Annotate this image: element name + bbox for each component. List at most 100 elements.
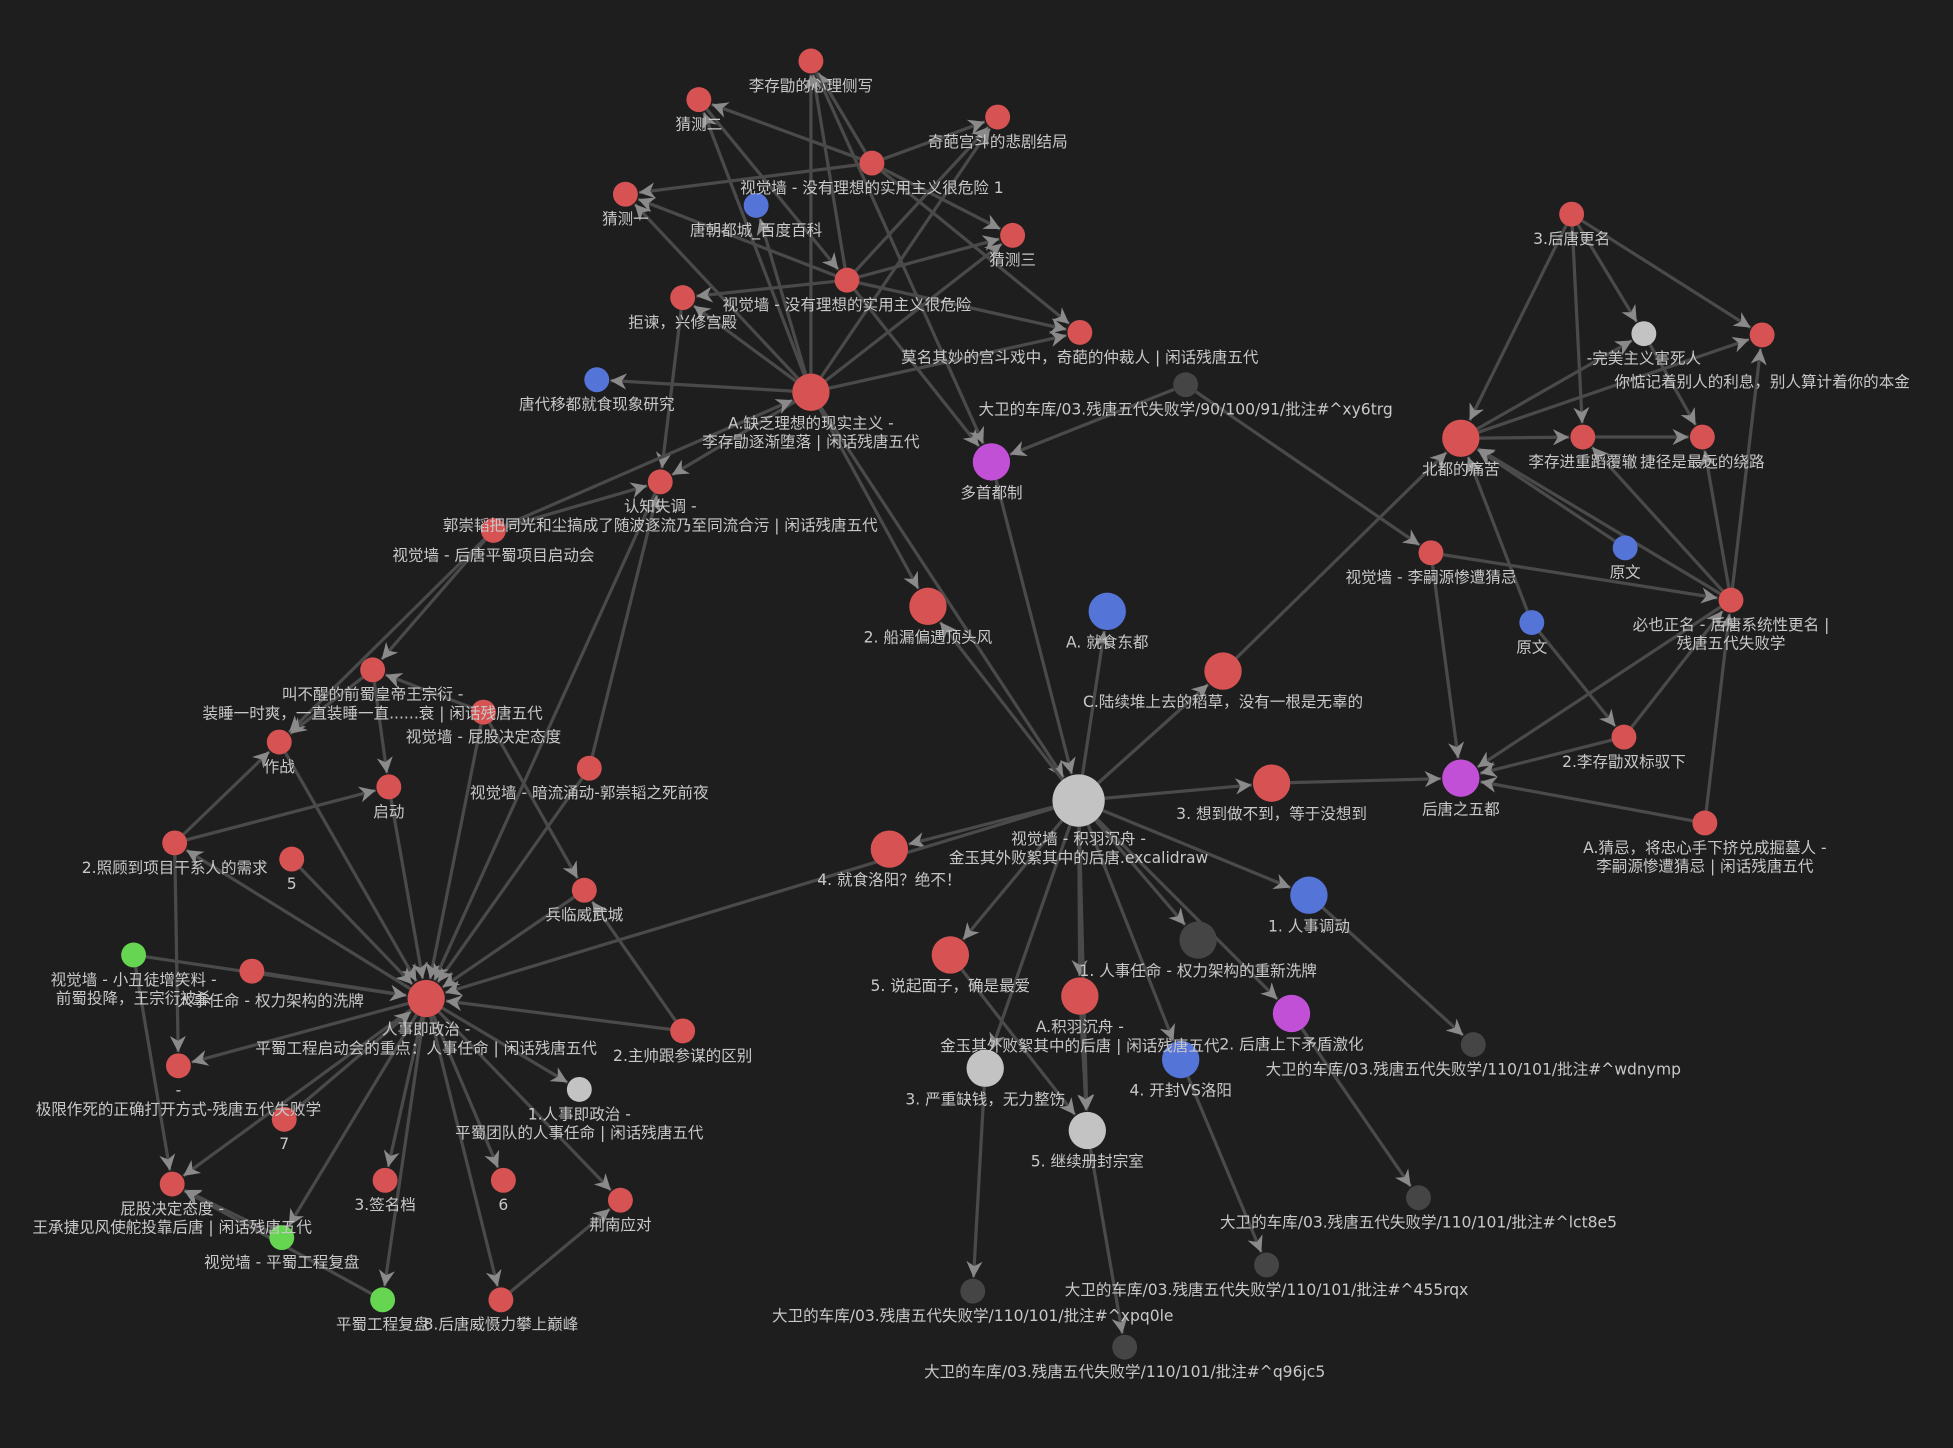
graph-node[interactable]: [1052, 774, 1105, 827]
graph-node[interactable]: [1067, 319, 1093, 345]
graph-node[interactable]: [1000, 222, 1026, 248]
graph-node[interactable]: [1173, 372, 1199, 398]
graph-node[interactable]: [859, 150, 885, 176]
graph-node[interactable]: [798, 48, 824, 74]
graph-node[interactable]: [165, 1053, 191, 1079]
graph-node[interactable]: [647, 469, 673, 495]
graph-node[interactable]: [1418, 540, 1444, 566]
graph-node[interactable]: [1252, 764, 1291, 802]
graph-node[interactable]: [972, 443, 1011, 481]
node-label: 李存进重蹈覆辙: [1528, 453, 1637, 471]
graph-edge: [1466, 456, 1529, 612]
graph-edge: [509, 1207, 611, 1294]
graph-node[interactable]: [1162, 1040, 1200, 1079]
graph-edge: [429, 1016, 502, 1287]
graph-node[interactable]: [607, 1187, 633, 1213]
graph-node[interactable]: [743, 192, 769, 218]
graph-edge: [389, 798, 428, 980]
graph-node[interactable]: [1611, 724, 1637, 750]
graph-node[interactable]: [1559, 201, 1585, 227]
graph-node[interactable]: [376, 774, 402, 800]
graph-node[interactable]: [490, 1167, 516, 1193]
graph-edge: [1077, 826, 1095, 1111]
graph-edge: [814, 71, 985, 445]
node-label: A. 就食东都: [1066, 633, 1148, 651]
graph-node[interactable]: [1204, 652, 1242, 690]
graph-edge: [284, 752, 418, 983]
node-label: 多首都制: [960, 484, 1022, 502]
graph-node[interactable]: [792, 373, 830, 411]
graph-node[interactable]: [1254, 1252, 1280, 1278]
graph-node[interactable]: [576, 755, 602, 781]
graph-node[interactable]: [1112, 1334, 1138, 1360]
graph-edge: [1630, 609, 1724, 729]
node-label: 视觉墙 - 平蜀工程复盘: [204, 1252, 359, 1271]
graph-edge: [1581, 219, 1752, 329]
graph-node[interactable]: [686, 87, 712, 113]
graph-node[interactable]: [480, 517, 506, 543]
graph-node[interactable]: [1749, 322, 1775, 348]
graph-node[interactable]: [1519, 610, 1545, 635]
graph-node[interactable]: [1612, 535, 1638, 561]
graph-node[interactable]: [670, 285, 696, 311]
node-label: 大卫的车库/03.残唐五代失败学/110/101/批注#^q96jc5: [924, 1363, 1325, 1381]
graph-node[interactable]: [1068, 1111, 1106, 1150]
graph-edge: [384, 672, 473, 710]
graph-node[interactable]: [1272, 994, 1311, 1033]
node-label: 3.签名档: [354, 1196, 415, 1214]
graph-node[interactable]: [266, 729, 292, 755]
graph-node[interactable]: [1692, 810, 1718, 836]
graph-node[interactable]: [1088, 592, 1126, 630]
graph-node[interactable]: [1631, 321, 1657, 347]
graph-node[interactable]: [566, 1076, 592, 1102]
node-label: A.猜忌，将忠心手下挤兑成掘墓人 -: [1583, 839, 1827, 857]
graph-node[interactable]: [966, 1049, 1004, 1087]
graph-node[interactable]: [360, 657, 386, 683]
graph-node[interactable]: [612, 181, 638, 207]
graph-node[interactable]: [372, 1167, 398, 1193]
graph-node[interactable]: [1290, 876, 1328, 914]
graph-edge: [1538, 631, 1617, 728]
graph-node[interactable]: [1406, 1185, 1431, 1211]
graph-node[interactable]: [488, 1287, 514, 1313]
graph-node[interactable]: [985, 104, 1011, 130]
graph-node[interactable]: [239, 958, 265, 984]
node-label: 4. 就食洛阳？绝不！: [817, 871, 961, 889]
graph-node[interactable]: [1442, 419, 1480, 457]
graph-node[interactable]: [834, 267, 860, 293]
graph-node[interactable]: [1442, 759, 1480, 797]
graph-node[interactable]: [121, 942, 147, 968]
graph-node[interactable]: [271, 1106, 297, 1132]
node-label: 兵临威武城: [545, 906, 623, 924]
graph-edge: [756, 218, 808, 375]
graph-node[interactable]: [407, 979, 445, 1018]
graph-node[interactable]: [571, 877, 597, 903]
graph-node[interactable]: [370, 1287, 396, 1313]
graph-node[interactable]: [870, 830, 909, 868]
graph-node[interactable]: [471, 699, 496, 725]
graph-edge: [610, 373, 793, 393]
graph-node[interactable]: [670, 1018, 696, 1044]
graph-edge: [705, 108, 840, 271]
graph-node[interactable]: [1689, 424, 1715, 450]
graph-node[interactable]: [960, 1278, 986, 1304]
graph-edge: [1321, 906, 1465, 1037]
graph-node[interactable]: [909, 587, 947, 626]
graph-node[interactable]: [279, 846, 305, 872]
graph-node[interactable]: [159, 1171, 185, 1197]
graph-node[interactable]: [1061, 977, 1099, 1015]
graph-node[interactable]: [1718, 587, 1744, 613]
graph-node[interactable]: [931, 936, 970, 974]
graph-node[interactable]: [269, 1225, 295, 1251]
graph-node[interactable]: [1460, 1032, 1486, 1058]
graph-node[interactable]: [1179, 921, 1217, 959]
graph-node[interactable]: [584, 367, 610, 393]
node-label: 视觉墙 - 暗流涌动-郭崇韬之死前夜: [470, 784, 709, 802]
graph-node[interactable]: [1570, 424, 1596, 450]
node-label: 视觉墙 - 小丑徒增笑料 -: [51, 971, 217, 989]
graph-node[interactable]: [162, 830, 188, 856]
node-label: 李存勖的心理侧写: [749, 77, 873, 95]
graph-edge: [441, 1006, 569, 1084]
graph-edge: [858, 281, 1067, 334]
